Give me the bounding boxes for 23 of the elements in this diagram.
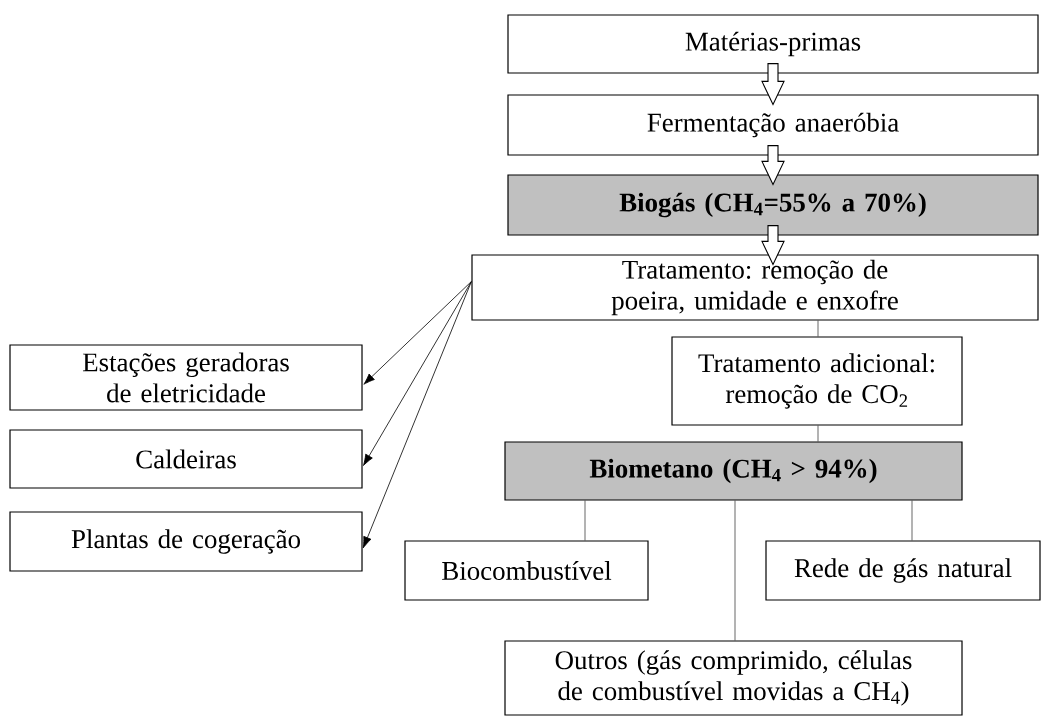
process-box: Rede de gás natural (765, 540, 1041, 601)
connector-line (817, 320, 819, 337)
block-arrow (761, 145, 785, 186)
arrow (363, 281, 472, 385)
process-box: Estações geradoras de eletricidade (9, 344, 363, 411)
connector-line (911, 500, 913, 541)
process-box: Biocombustível (404, 540, 649, 601)
process-box: Tratamento adicional: remoção de CO$_{2}$ (671, 336, 963, 426)
block-arrow (761, 63, 785, 106)
arrow (363, 281, 472, 466)
process-box: Tratamento: remoção de poeira, umidade e enxofre (471, 254, 1039, 321)
highlight-box: Biogás (CH$_{4}$=55% a 70%) (507, 174, 1039, 236)
connector-line (734, 500, 736, 641)
block-arrow (761, 225, 785, 266)
process-box: Matérias-primas (507, 14, 1039, 74)
highlight-box: Biometano (CH$_{4}$ > 94%) (504, 441, 963, 501)
connector-line (817, 425, 819, 442)
process-box: Fermentação anaeróbia (507, 94, 1039, 156)
process-box: Outros (gás comprimido, células de combustível movidas a CH$_{4}$) (504, 640, 963, 716)
process-box: Plantas de cogeração (9, 511, 363, 572)
process-box: Caldeiras (9, 429, 363, 489)
arrow (362, 281, 472, 549)
connector-line (584, 500, 586, 541)
